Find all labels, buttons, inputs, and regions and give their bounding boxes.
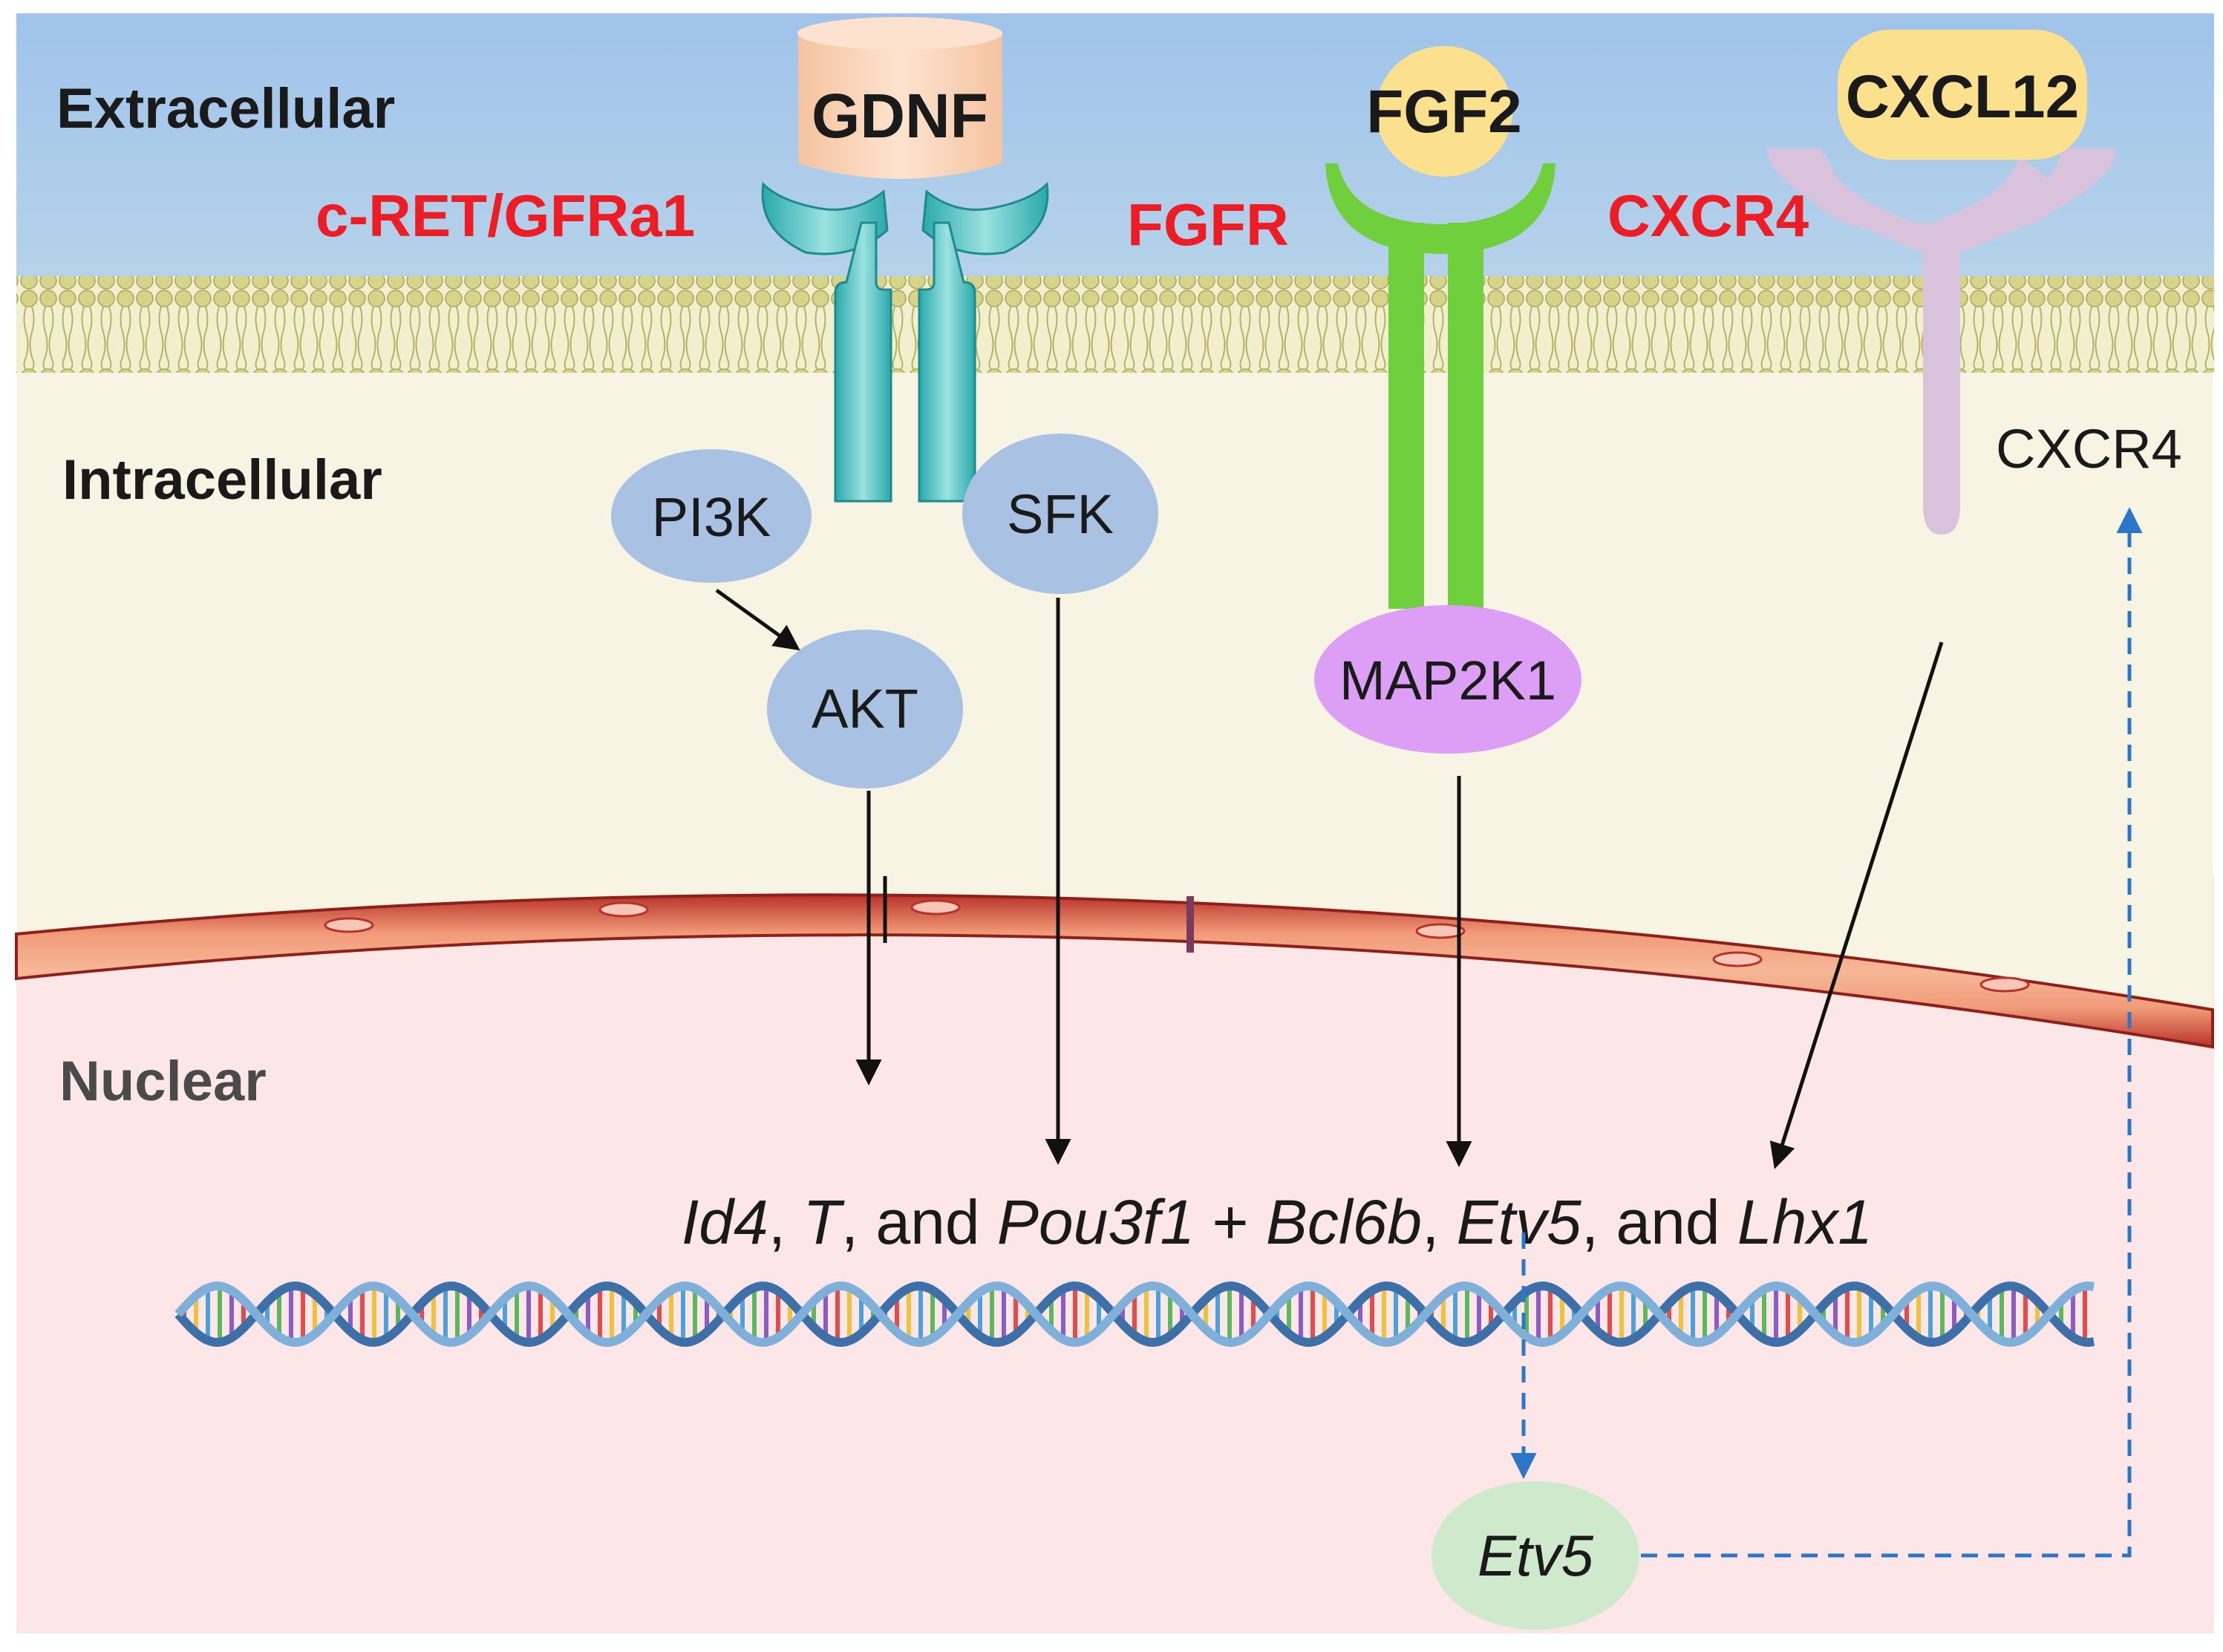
intracellular-label: Intracellular: [62, 448, 382, 512]
etv5-feedback-loop: [1510, 507, 2143, 1558]
fgfr-receptor: [1325, 163, 1556, 609]
cret-receptor-label: c-RET/GFRa1: [316, 183, 695, 249]
sfk-node: SFK: [962, 434, 1158, 594]
signaling-arrows: [715, 588, 1944, 1169]
fgf2-label: FGF2: [1366, 78, 1522, 146]
arrow-cxcr4-genes: [1769, 641, 1944, 1169]
dna-helix: [174, 1281, 2095, 1348]
akt-label: AKT: [812, 678, 918, 740]
gdnf-ligand: GDNF: [797, 17, 1002, 179]
nuclear-label: Nuclear: [59, 1050, 267, 1113]
cxcl12-ligand: CXCL12: [1838, 30, 2087, 160]
nuclear-envelope: [15, 893, 2214, 1049]
arrow-pi3k-akt: [715, 588, 800, 651]
cxcr4-receptor: [1767, 148, 2116, 535]
sfk-label: SFK: [1007, 483, 1114, 545]
cxcr4-receptor-label: CXCR4: [1607, 183, 1809, 249]
etv5-product-label: Etv5: [1478, 1523, 1594, 1588]
dna-strand: [174, 1281, 2095, 1348]
gdnf-label: GDNF: [812, 81, 988, 151]
pi3k-node: PI3K: [611, 449, 812, 583]
pi3k-label: PI3K: [652, 486, 771, 548]
plasma-membrane: [16, 276, 2214, 373]
etv5-product-node: Etv5: [1432, 1481, 1639, 1630]
nuclear-region: [16, 876, 2214, 1633]
dna-strand: [174, 1281, 2095, 1348]
map2k1-label: MAP2K1: [1339, 650, 1556, 711]
intracellular-region: [16, 349, 2213, 1039]
fgfr-receptor-label: FGFR: [1127, 192, 1289, 258]
extracellular-label: Extracellular: [56, 77, 395, 140]
cxcr4-intracellular-label: CXCR4: [1996, 418, 2182, 480]
cxcl12-label: CXCL12: [1846, 63, 2079, 131]
akt-node: AKT: [767, 630, 963, 789]
target-genes: Id4, T, and Pou3f1 + Bcl6b, Etv5, and Lh…: [682, 1187, 1873, 1257]
map2k1-node: MAP2K1: [1314, 605, 1581, 754]
cret-gfra1-receptor: [761, 181, 1049, 503]
fgf2-ligand: FGF2: [1366, 46, 1522, 177]
